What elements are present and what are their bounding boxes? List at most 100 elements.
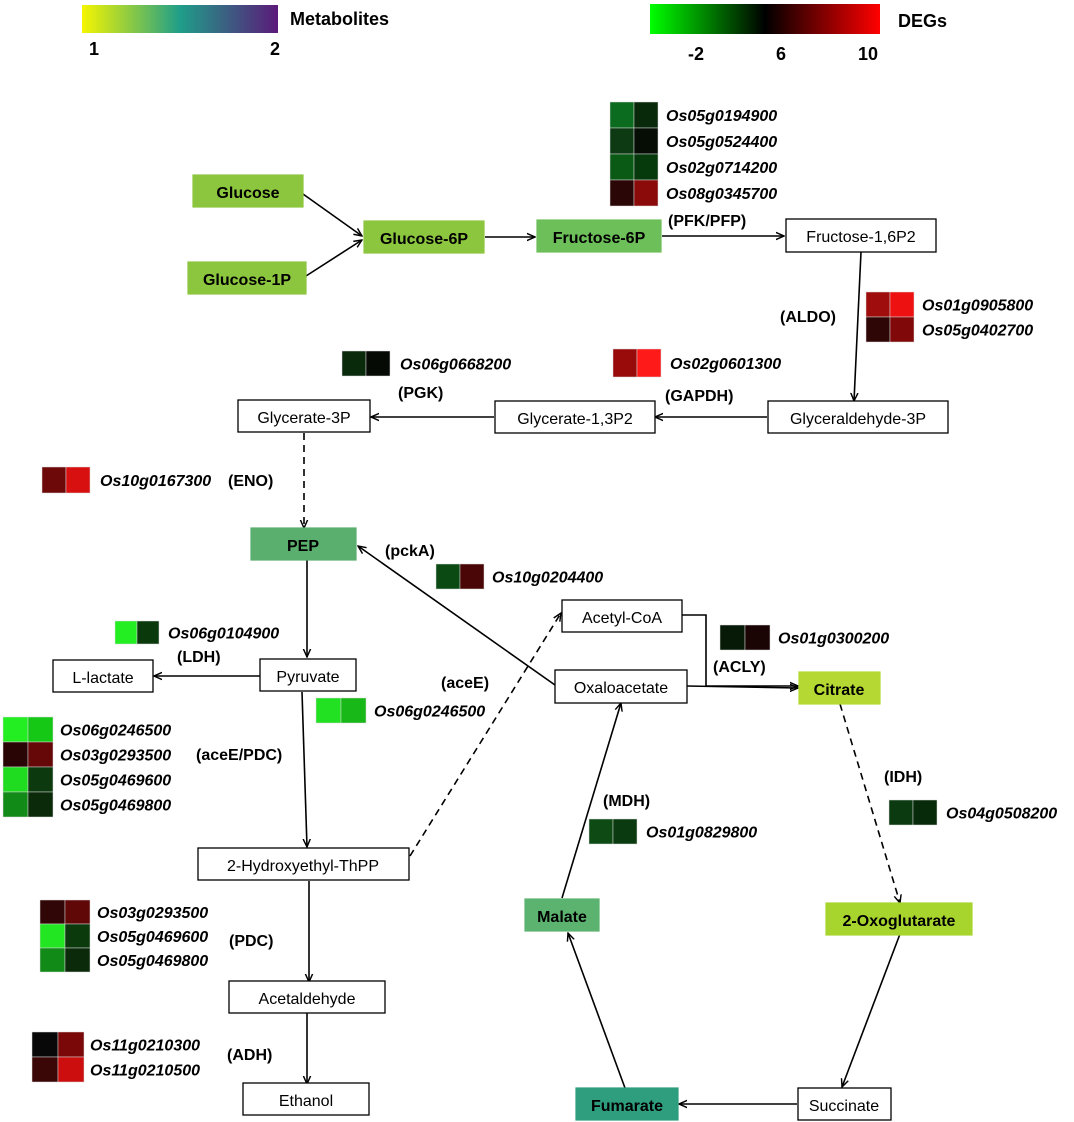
node-hydroxyethyl-label: 2-Hydroxyethyl-ThPP [227, 858, 379, 875]
node-glucose6p-label: Glucose-6P [380, 231, 468, 248]
heatmap-cell [888, 799, 914, 826]
node-fumarate-label: Fumarate [591, 1098, 663, 1115]
node-succinate-box [797, 1087, 892, 1121]
node-oxaloacetate: Oxaloacetate [554, 669, 688, 704]
edge-glucose1p-glucose6p [305, 240, 362, 277]
enzyme-labels: (PFK/PFP) (ALDO) (GAPDH) (PGK) (ENO) (pc… [177, 213, 922, 1064]
gene-group-ldh: Os06g0104900 [114, 620, 279, 645]
node-llactate-label: L-lactate [72, 670, 133, 687]
enzyme-pfk-label: (PFK/PFP) [668, 213, 746, 230]
heatmap-cell [609, 127, 635, 155]
enzyme-aldo-label: (ALDO) [780, 309, 836, 326]
heatmap-cell [633, 101, 659, 129]
metabolites-legend: Metabolites 1 2 [82, 5, 389, 59]
heatmap-cell [39, 947, 66, 973]
heatmap-cell [633, 179, 659, 207]
heatmap-cell [340, 697, 367, 724]
heatmap-cell [31, 1031, 59, 1058]
enzyme-aceepdc-label: (aceE/PDC) [196, 747, 282, 764]
node-glucose-label: Glucose [216, 185, 279, 202]
enzyme-pdc-label: (PDC) [229, 933, 273, 950]
node-malate-box [524, 898, 600, 932]
edge-citrate-oxoglutarate [839, 703, 900, 903]
node-acetaldehyde-label: Acetaldehyde [259, 991, 356, 1008]
gene-id-label: Os01g0905800 [922, 298, 1033, 315]
node-acetaldehyde-box [228, 980, 386, 1014]
node-succinate-label: Succinate [809, 1098, 879, 1115]
heatmap-cell [609, 179, 635, 207]
node-fructose16p2: Fructose-1,6P2 [785, 218, 937, 253]
node-oxoglutarate-box [825, 902, 973, 936]
node-fructose6p: Fructose-6P [536, 219, 662, 253]
heatmap-cell [31, 1056, 59, 1083]
heatmap-cell [2, 741, 29, 768]
node-acetylcoa: Acetyl-CoA [561, 599, 683, 633]
node-pyruvate-label: Pyruvate [276, 669, 339, 686]
edges [154, 193, 901, 1104]
heatmap-cell [609, 101, 635, 129]
node-glucose: Glucose [192, 174, 304, 208]
edge-glucose-glucose6p [302, 193, 362, 236]
node-ethanol-label: Ethanol [279, 1093, 333, 1110]
heatmap-cell [341, 350, 367, 377]
heatmap-cell [41, 466, 67, 494]
node-pep-label: PEP [287, 538, 319, 555]
node-glycerate3p: Glycerate-3P [237, 399, 371, 433]
heatmap-cell [2, 791, 29, 818]
heatmap-cell [459, 563, 485, 590]
metabolites-colorbar [82, 5, 278, 33]
node-hydroxyethyl: 2-Hydroxyethyl-ThPP [197, 847, 410, 881]
heatmap-cell [39, 923, 66, 949]
node-malate: Malate [524, 898, 600, 932]
edge-fumarate-malate [568, 933, 626, 1089]
heatmap-cell [435, 563, 461, 590]
heatmap-cell [136, 620, 160, 645]
heatmap-cell [865, 291, 891, 318]
heatmap-cell [315, 697, 342, 724]
heatmap-cell [64, 899, 91, 925]
edge-oxoglutarate-succinate [842, 933, 901, 1087]
enzyme-idh-label: (IDH) [884, 769, 922, 786]
gene-group-pgk: Os06g0668200 [341, 350, 511, 377]
gene-id-label: Os02g0601300 [670, 356, 781, 373]
gene-id-label: Os05g0469600 [60, 773, 171, 790]
degs-legend: DEGs -2 6 10 [650, 4, 947, 64]
node-glycerate3p-label: Glycerate-3P [257, 410, 350, 427]
node-glucose1p-label: Glucose-1P [203, 272, 291, 289]
gene-group-mdh: Os01g0829800 [588, 818, 757, 845]
heatmap-cell [2, 716, 29, 743]
node-oxoglutarate-label: 2-Oxoglutarate [843, 913, 956, 930]
gene-group-acee: Os06g0246500 [315, 697, 485, 724]
node-fructose6p-box [536, 219, 662, 253]
heatmap-cell [633, 127, 659, 155]
node-glycerate13p2-label: Glycerate-1,3P2 [517, 411, 633, 428]
node-oxaloacetate-box [554, 669, 688, 704]
node-llactate-box [52, 659, 154, 693]
enzyme-acee-label: (aceE) [441, 675, 489, 692]
heatmap-cell [744, 624, 771, 651]
node-citrate: Citrate [798, 671, 881, 705]
node-pep: PEP [250, 527, 357, 561]
heatmap-cell [365, 350, 391, 377]
metabolites-legend-title: Metabolites [290, 9, 389, 29]
degs-colorbar [650, 4, 880, 34]
gene-id-label: Os03g0293500 [60, 748, 171, 765]
edge-malate-oxaloacetate [561, 703, 621, 899]
heatmap-cell [612, 818, 638, 845]
gene-id-label: Os05g0469600 [97, 929, 208, 946]
gene-id-label: Os05g0194900 [666, 108, 777, 125]
gene-id-label: Os08g0345700 [666, 186, 777, 203]
node-glycerate13p2-box [494, 400, 656, 434]
gene-id-label: Os01g0829800 [646, 825, 757, 842]
node-ethanol-box [242, 1082, 370, 1116]
node-glyceraldehyde3p-label: Glyceraldehyde-3P [790, 411, 926, 428]
enzyme-gapdh-label: (GAPDH) [665, 388, 733, 405]
node-pyruvate: Pyruvate [259, 658, 357, 692]
enzyme-acly-label: (ACLY) [713, 659, 766, 676]
node-glyceraldehyde3p: Glyceraldehyde-3P [767, 400, 949, 434]
heatmap-cell [27, 716, 54, 743]
